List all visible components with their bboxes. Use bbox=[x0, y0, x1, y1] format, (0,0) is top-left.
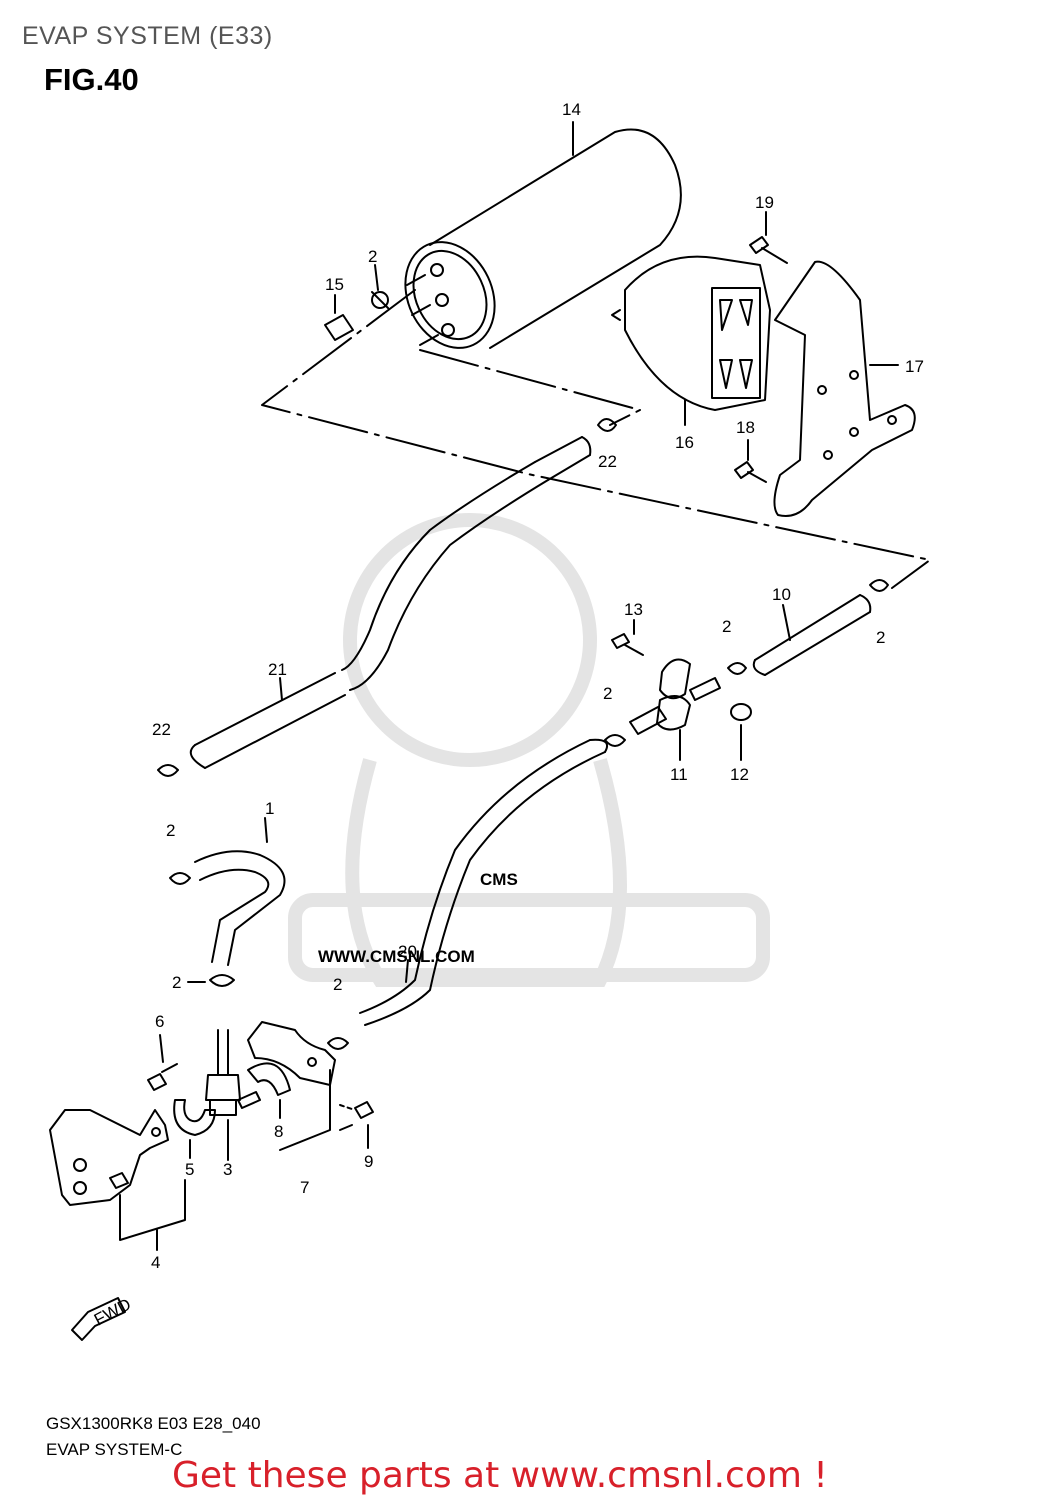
part-label-22: 22 bbox=[598, 452, 617, 471]
part-label-8: 8 bbox=[274, 1122, 283, 1141]
part-label-16: 16 bbox=[675, 433, 694, 452]
hose bbox=[194, 817, 286, 966]
call-to-action-link[interactable]: Get these parts at www.cmsnl.com ! bbox=[172, 1455, 828, 1496]
part-label-21: 21 bbox=[268, 660, 287, 679]
part-label-7: 7 bbox=[300, 1178, 309, 1197]
part-label-22: 22 bbox=[152, 720, 171, 739]
page-title: EVAP SYSTEM (E33) bbox=[22, 22, 273, 50]
figure-number: FIG.40 bbox=[44, 62, 139, 97]
bolt bbox=[147, 1034, 178, 1091]
clip bbox=[327, 1037, 349, 1050]
part-label-15: 15 bbox=[325, 275, 344, 294]
canister-holder bbox=[611, 255, 771, 426]
cap bbox=[324, 294, 354, 341]
clip bbox=[209, 974, 235, 987]
part-label-2: 2 bbox=[722, 617, 731, 636]
screw bbox=[749, 211, 788, 264]
part-label-4: 4 bbox=[151, 1253, 160, 1272]
bolt bbox=[611, 619, 644, 656]
part-label-5: 5 bbox=[185, 1160, 194, 1179]
hose-bracket bbox=[247, 1021, 336, 1151]
part-label-6: 6 bbox=[155, 1012, 164, 1031]
watermark: CMS WWW.CMSNL.COM bbox=[288, 513, 770, 987]
part-label-14: 14 bbox=[562, 100, 581, 119]
clip bbox=[869, 579, 889, 592]
part-label-19: 19 bbox=[755, 193, 774, 212]
purge-valve bbox=[629, 658, 721, 761]
part-labels: 1 2 3 4 5 6 7 8 9 10 11 12 13 14 15 16 1… bbox=[151, 100, 924, 1272]
fuel-bracket bbox=[49, 1109, 186, 1251]
part-label-11: 11 bbox=[670, 765, 688, 784]
part-label-18: 18 bbox=[736, 418, 755, 437]
fitting bbox=[205, 1029, 261, 1161]
part-label-17: 17 bbox=[905, 357, 924, 376]
clip bbox=[371, 291, 389, 309]
hose bbox=[752, 594, 872, 676]
part-label-2: 2 bbox=[172, 973, 181, 992]
leader-line bbox=[261, 289, 931, 589]
clip bbox=[157, 764, 179, 777]
hose bbox=[189, 436, 592, 769]
bolt bbox=[734, 439, 767, 483]
washer bbox=[730, 703, 752, 761]
part-label-2: 2 bbox=[166, 821, 175, 840]
watermark-banner bbox=[288, 893, 770, 982]
clip bbox=[169, 872, 191, 885]
watermark-brand: CMS bbox=[480, 870, 518, 889]
clip bbox=[597, 418, 617, 432]
bracket bbox=[773, 260, 916, 517]
watermark-mascot-head bbox=[343, 513, 597, 767]
leader-line bbox=[419, 349, 641, 426]
part-label-9: 9 bbox=[364, 1152, 373, 1171]
part-label-2: 2 bbox=[603, 684, 612, 703]
clip bbox=[727, 662, 747, 675]
clamp bbox=[173, 1099, 216, 1159]
part-label-10: 10 bbox=[772, 585, 791, 604]
part-label-13: 13 bbox=[624, 600, 643, 619]
watermark-url: WWW.CMSNL.COM bbox=[318, 947, 475, 966]
part-label-3: 3 bbox=[223, 1160, 232, 1179]
part-label-12: 12 bbox=[730, 765, 749, 784]
canister bbox=[404, 121, 682, 349]
part-label-2: 2 bbox=[368, 247, 377, 266]
hose bbox=[359, 738, 609, 1026]
part-label-1: 1 bbox=[265, 799, 274, 818]
clip bbox=[604, 734, 626, 747]
bolt bbox=[339, 1101, 374, 1149]
fwd-arrow bbox=[71, 1297, 126, 1341]
part-label-2: 2 bbox=[876, 628, 885, 647]
model-code: GSX1300RK8 E03 E28_040 bbox=[46, 1414, 261, 1433]
part-label-2: 2 bbox=[333, 975, 342, 994]
part-label-20: 20 bbox=[398, 942, 417, 961]
section-name: EVAP SYSTEM-C bbox=[46, 1440, 183, 1459]
